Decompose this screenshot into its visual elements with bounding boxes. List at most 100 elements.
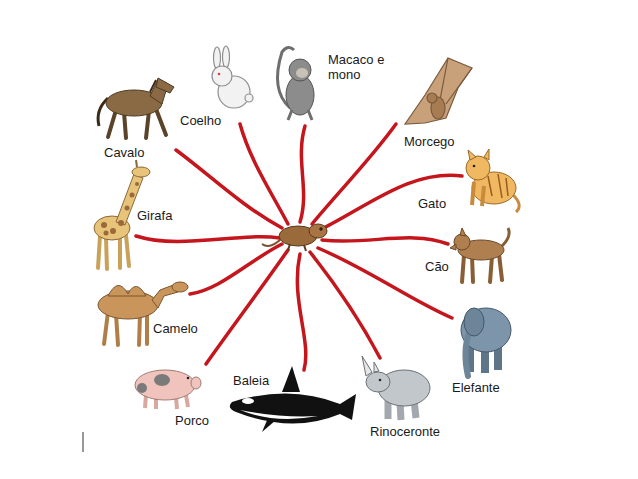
pig-figure-part: [187, 377, 190, 380]
giraffe-figure-part-part: [110, 228, 116, 234]
radiation-lines-part: [312, 124, 396, 224]
camel-figure-part: [172, 282, 188, 292]
dog-figure-part-part: [472, 256, 473, 282]
dog-figure-part-part: [462, 255, 464, 282]
ancestor-mammal-part: [309, 224, 327, 238]
animal-label: Coelho: [180, 113, 221, 128]
horse-figure-part-part: [156, 109, 166, 135]
dog-figure-part-part: [499, 254, 502, 280]
giraffe-figure-part-part: [98, 236, 100, 268]
dog-figure-part: [450, 244, 456, 250]
bat-figure: [405, 58, 472, 124]
bat-figure-part: [427, 93, 437, 103]
pig-figure-part: [154, 374, 170, 386]
rabbit-figure-part: [223, 46, 230, 68]
pig-figure: [135, 370, 201, 409]
rhinoceros-figure-part: [362, 356, 372, 376]
animal-label: Camelo: [153, 321, 198, 336]
animal-label: Cão: [425, 259, 449, 274]
camel-figure-part-part: [104, 312, 108, 344]
monkey-figure-part: [289, 59, 311, 81]
animal-label: Macaco e mono: [328, 52, 386, 82]
radiation-lines-part: [176, 150, 282, 228]
horse-figure: [98, 78, 174, 138]
cat-figure-part: [488, 174, 508, 198]
horse-figure-part: [150, 80, 156, 92]
giraffe-figure-part-part: [104, 231, 109, 236]
horse-figure-part-part: [108, 110, 116, 137]
pig-figure-part: [135, 370, 195, 400]
ancestor-mammal-part: [320, 228, 323, 231]
monkey-figure: [278, 47, 315, 120]
rabbit-figure-part: [214, 47, 221, 69]
radiation-lines-part: [300, 126, 305, 222]
pig-figure-part-part: [186, 395, 188, 407]
whale-figure-part: [242, 398, 254, 404]
bat-figure-part: [405, 58, 472, 124]
dog-figure-part: [502, 228, 509, 246]
pig-figure-part: [191, 377, 201, 389]
elephant-figure-part: [464, 308, 484, 336]
radiation-lines-part: [240, 124, 288, 224]
elephant-figure: [458, 308, 512, 376]
rabbit-figure-part: [212, 66, 232, 86]
giraffe-figure-part: [132, 167, 150, 177]
dog-figure-part-part: [490, 256, 492, 282]
rabbit-figure: [212, 46, 253, 108]
giraffe-figure-part-part: [106, 238, 107, 269]
camel-figure-part-part: [139, 314, 140, 345]
whale-figure-part: [230, 393, 356, 423]
rhinoceros-figure-part: [379, 379, 382, 382]
giraffe-figure-part: [136, 160, 137, 167]
animal-label: Gato: [418, 196, 446, 211]
cursor-bar: [83, 432, 84, 452]
radiation-lines-part: [322, 238, 448, 244]
rhinoceros-figure-part: [366, 372, 390, 392]
horse-figure-part: [156, 78, 174, 93]
giraffe-figure-part-part: [101, 222, 107, 228]
dog-figure-part: [460, 228, 466, 236]
giraffe-figure-part-part: [135, 182, 139, 186]
rhinoceros-figure-part: [374, 362, 379, 372]
radiation-lines-part: [297, 254, 305, 370]
animal-label: Girafa: [137, 208, 172, 223]
elephant-figure-part: [458, 338, 463, 350]
dog-figure: [450, 228, 509, 282]
giraffe-figure-part-part: [118, 237, 122, 268]
animal-label: Cavalo: [104, 145, 144, 160]
animal-label: Rinoceronte: [370, 424, 440, 439]
cat-figure-part: [472, 182, 484, 206]
radiation-lines: [136, 124, 462, 370]
monkey-figure-part: [296, 68, 308, 78]
ancestor-mammal-part: [262, 238, 282, 246]
cat-figure-part: [473, 165, 476, 168]
radiation-lines-part: [318, 248, 452, 318]
giraffe-figure-part-part: [126, 235, 129, 266]
radiation-lines-part: [310, 252, 380, 358]
radiation-lines-part: [136, 236, 280, 241]
bat-figure-part: [440, 58, 472, 104]
radiation-lines-part: [320, 175, 462, 230]
rabbit-figure-part: [245, 94, 253, 102]
monkey-figure-part: [288, 110, 312, 120]
elephant-figure-part: [465, 330, 470, 376]
cat-figure-part: [484, 149, 489, 160]
giraffe-figure-part: [101, 182, 139, 236]
animal-label: Elefante: [452, 380, 500, 395]
camel-figure-part: [108, 285, 146, 296]
giraffe-figure-part-part: [125, 206, 130, 211]
ancestor-mammal-part: [288, 244, 306, 251]
animal-label: Morcego: [404, 134, 455, 149]
whale-figure-part: [240, 410, 318, 419]
rabbit-figure-part: [218, 73, 221, 76]
whale-figure-part: [282, 366, 300, 392]
giraffe-figure-part-part: [118, 220, 124, 226]
ancestor-mammal: [262, 224, 327, 251]
rhinoceros-figure: [362, 356, 430, 420]
giraffe-figure-part-part: [130, 193, 135, 198]
whale-figure-part: [262, 418, 276, 432]
cat-figure: [466, 149, 519, 212]
whale-figure: [230, 366, 356, 432]
